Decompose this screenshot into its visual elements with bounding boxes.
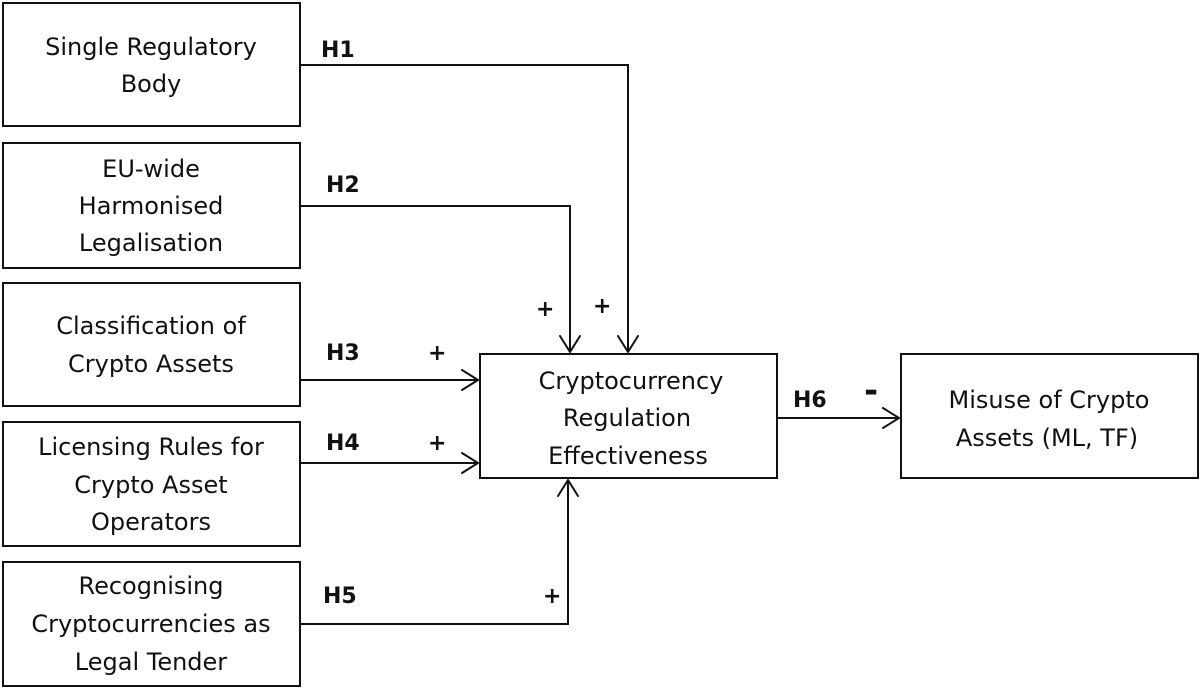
edge-h4: [300, 452, 479, 474]
hypothesis-label-h3: H3: [326, 341, 360, 366]
hypothesis-label-h6: H6: [793, 388, 827, 413]
edge-h3: [300, 369, 479, 391]
node-regulation-effectiveness: Cryptocurrency Regulation Effectiveness: [479, 353, 778, 479]
sign-h1: +: [593, 294, 611, 319]
node-single-regulatory-body: Single Regulatory Body: [2, 2, 301, 127]
node-classification-of-crypto-assets: Classification of Crypto Assets: [2, 282, 301, 407]
hypothesis-label-h4: H4: [326, 431, 360, 456]
node-label-line: Classification of: [56, 312, 246, 340]
node-label-line: Recognising: [79, 572, 224, 600]
node-label-line: Cryptocurrencies as: [31, 610, 270, 638]
node-legal-tender: Recognising Cryptocurrencies as Legal Te…: [2, 561, 301, 687]
sign-h3: +: [428, 341, 446, 366]
edge-h1: [300, 64, 639, 353]
node-label-line: Crypto Asset: [74, 471, 227, 499]
sign-h4: +: [428, 431, 446, 456]
hypothesis-label-h1: H1: [321, 38, 355, 63]
hypothesis-label-h2: H2: [326, 173, 360, 198]
node-label-line: Body: [121, 70, 182, 98]
node-licensing-rules: Licensing Rules for Crypto Asset Operato…: [2, 421, 301, 547]
edge-h5: [300, 479, 579, 625]
node-label-line: Harmonised: [79, 192, 224, 220]
node-label-line: Effectiveness: [548, 442, 708, 470]
node-eu-wide-harmonised-legalisation: EU-wide Harmonised Legalisation: [2, 142, 301, 269]
sign-h5: +: [543, 584, 561, 609]
hypothesis-label-h5: H5: [323, 584, 357, 609]
node-label-line: Licensing Rules for: [38, 433, 264, 461]
sign-h6: -: [864, 371, 878, 411]
node-misuse-of-crypto-assets: Misuse of Crypto Assets (ML, TF): [900, 353, 1199, 479]
node-label-line: Cryptocurrency: [539, 367, 724, 395]
node-label-line: Legalisation: [79, 229, 223, 257]
node-label-line: Single Regulatory: [45, 33, 257, 61]
node-label-line: EU-wide: [102, 155, 200, 183]
node-label-line: Assets (ML, TF): [956, 424, 1138, 452]
node-label-line: Regulation: [563, 404, 691, 432]
node-label-line: Crypto Assets: [68, 350, 234, 378]
node-label-line: Operators: [91, 508, 211, 536]
node-label-line: Misuse of Crypto: [949, 386, 1150, 414]
node-label-line: Legal Tender: [75, 648, 228, 676]
edge-h6: [777, 407, 900, 429]
edge-h2: [300, 205, 581, 353]
sign-h2: +: [536, 297, 554, 322]
